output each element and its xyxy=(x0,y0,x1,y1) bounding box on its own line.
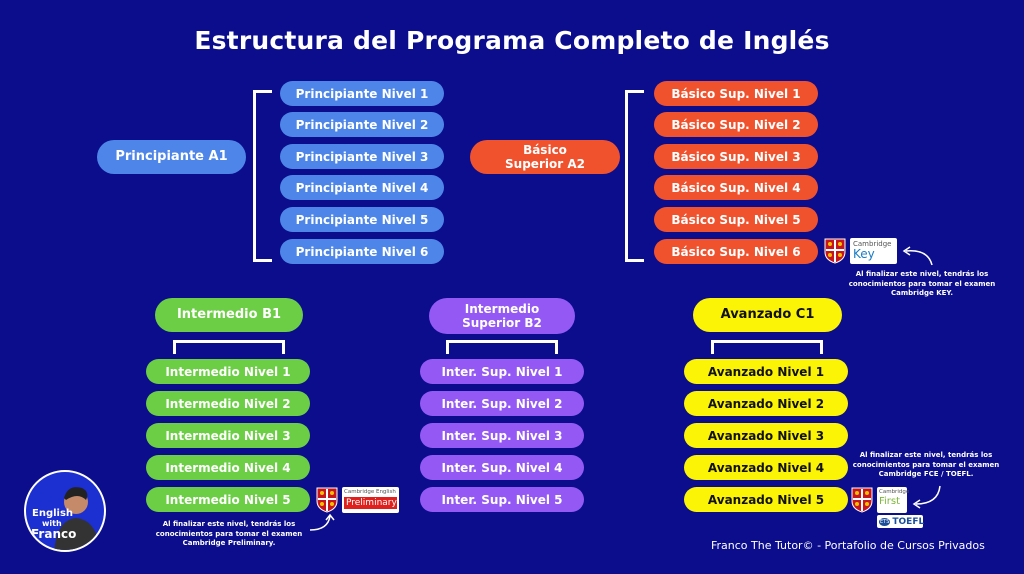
basico-main-line2: Superior A2 xyxy=(505,157,585,171)
toefl-label: TOEFL xyxy=(892,516,925,527)
intermedio-b1-node: Intermedio B1 xyxy=(155,298,303,332)
badge-preliminary-line2: Preliminary xyxy=(344,497,397,509)
toefl-badge: ETS TOEFL xyxy=(877,515,925,528)
intermedio-bracket xyxy=(173,340,285,354)
cambridge-first-badge: Cambridge First xyxy=(877,487,910,513)
english-with-franco-logo: English with Franco xyxy=(24,470,106,552)
logo-line1: English xyxy=(32,508,74,519)
avanzado-c1-node: Avanzado C1 xyxy=(693,298,842,332)
tutor-portrait-icon xyxy=(54,487,100,550)
intermedio-sup-main-line1: Intermedio xyxy=(464,302,540,316)
principiante-bracket xyxy=(253,90,272,262)
arrow-icon xyxy=(912,485,941,509)
cambridge-shield-icon xyxy=(851,487,873,513)
badge-first-line2: First xyxy=(879,496,901,507)
basico-bracket xyxy=(625,90,644,262)
badge-key-line2: Key xyxy=(853,247,875,261)
avanzado-level-4: Avanzado Nivel 4 xyxy=(684,455,848,480)
basico-level-5: Básico Sup. Nivel 5 xyxy=(654,207,818,232)
intermedio-sup-level-2: Inter. Sup. Nivel 2 xyxy=(420,391,584,416)
intermedio-level-4: Intermedio Nivel 4 xyxy=(146,455,310,480)
intermedio-sup-level-5: Inter. Sup. Nivel 5 xyxy=(420,487,584,512)
badge-key-line1: Cambridge xyxy=(853,240,892,248)
basico-level-4: Básico Sup. Nivel 4 xyxy=(654,175,818,200)
avanzado-level-1: Avanzado Nivel 1 xyxy=(684,359,848,384)
intermedio-superior-b2-node: Intermedio Superior B2 xyxy=(429,298,575,334)
basico-level-1: Básico Sup. Nivel 1 xyxy=(654,81,818,106)
arrow-icon xyxy=(309,513,335,531)
cambridge-key-note: Al finalizar este nivel, tendrás los con… xyxy=(848,270,996,297)
intermedio-level-5: Intermedio Nivel 5 xyxy=(146,487,310,512)
intermedio-sup-bracket xyxy=(446,340,558,354)
principiante-level-3: Principiante Nivel 3 xyxy=(280,144,444,169)
logo-line2: with xyxy=(42,519,62,528)
cambridge-key-badge: Cambridge Key xyxy=(850,238,897,264)
intermedio-sup-level-1: Inter. Sup. Nivel 1 xyxy=(420,359,584,384)
intermedio-sup-level-4: Inter. Sup. Nivel 4 xyxy=(420,455,584,480)
intermedio-level-2: Intermedio Nivel 2 xyxy=(146,391,310,416)
intermedio-level-3: Intermedio Nivel 3 xyxy=(146,423,310,448)
logo-line3: Franco xyxy=(31,527,77,541)
cambridge-shield-icon xyxy=(824,238,846,264)
cambridge-preliminary-badge: Cambridge English Preliminary xyxy=(342,487,399,513)
principiante-a1-node: Principiante A1 xyxy=(97,140,246,174)
arrow-icon xyxy=(902,246,933,266)
basico-main-line1: Básico xyxy=(523,143,567,157)
badge-first-line1: Cambridge xyxy=(879,489,910,495)
principiante-level-4: Principiante Nivel 4 xyxy=(280,175,444,200)
intermedio-sup-level-3: Inter. Sup. Nivel 3 xyxy=(420,423,584,448)
avanzado-level-5: Avanzado Nivel 5 xyxy=(684,487,848,512)
principiante-level-2: Principiante Nivel 2 xyxy=(280,112,444,137)
cambridge-preliminary-note: Al finalizar este nivel, tendrás los con… xyxy=(155,520,303,547)
basico-superior-a2-node: Básico Superior A2 xyxy=(470,140,620,174)
intermedio-level-1: Intermedio Nivel 1 xyxy=(146,359,310,384)
avanzado-bracket xyxy=(711,340,823,354)
footer-credit: Franco The Tutor© - Portafolio de Cursos… xyxy=(711,539,985,552)
cambridge-shield-icon xyxy=(316,487,338,513)
page-title: Estructura del Programa Completo de Ingl… xyxy=(194,26,830,55)
avanzado-level-3: Avanzado Nivel 3 xyxy=(684,423,848,448)
basico-level-6: Básico Sup. Nivel 6 xyxy=(654,239,818,264)
principiante-level-6: Principiante Nivel 6 xyxy=(280,239,444,264)
ets-icon: ETS xyxy=(879,517,891,526)
avanzado-level-2: Avanzado Nivel 2 xyxy=(684,391,848,416)
badge-preliminary-line1: Cambridge English xyxy=(344,489,396,495)
principiante-level-1: Principiante Nivel 1 xyxy=(280,81,444,106)
cambridge-fce-toefl-note: Al finalizar este nivel, tendrás los con… xyxy=(852,451,1000,478)
intermedio-sup-main-line2: Superior B2 xyxy=(462,316,542,330)
principiante-level-5: Principiante Nivel 5 xyxy=(280,207,444,232)
basico-level-2: Básico Sup. Nivel 2 xyxy=(654,112,818,137)
basico-level-3: Básico Sup. Nivel 3 xyxy=(654,144,818,169)
